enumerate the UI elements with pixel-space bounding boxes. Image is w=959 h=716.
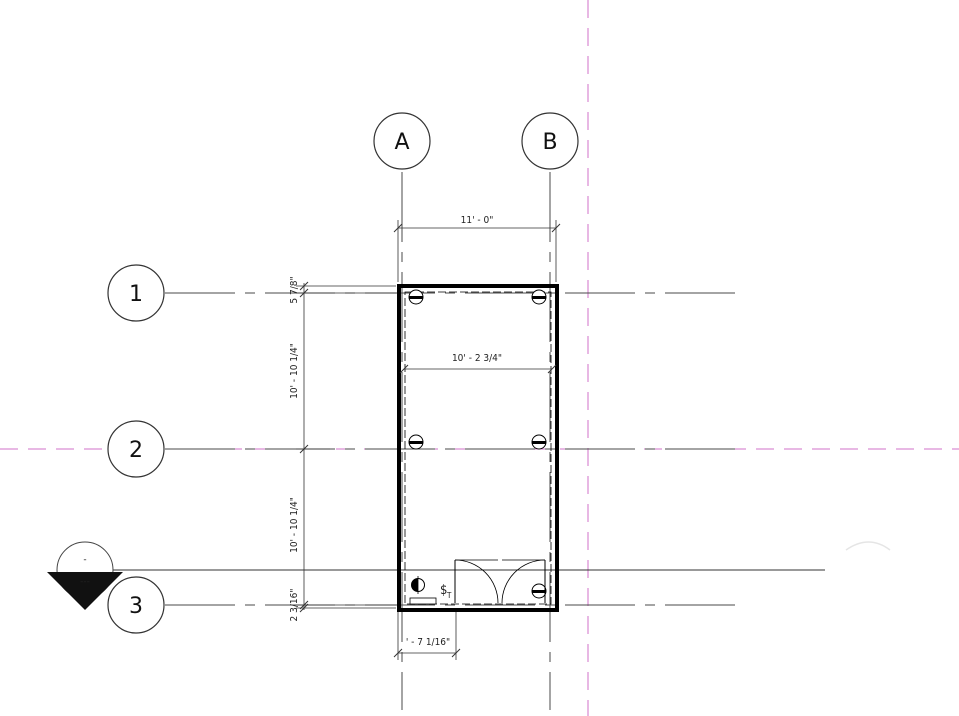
grid-bubble-2[interactable] [107, 420, 165, 478]
dimension-interior-width-text: 10' - 2 3/4" [452, 353, 502, 364]
dimension-top-offset-text: 5 7/8" [289, 276, 300, 303]
grid-line-a[interactable]: A [373, 112, 431, 710]
svg-text:$: $ [440, 583, 447, 598]
grid-line-b[interactable]: B [521, 112, 579, 710]
grid-label-2: 2 [129, 438, 143, 463]
dimension-bay-1-2-text: 10' - 10 1/4" [289, 343, 300, 399]
grid-label-3: 3 [129, 594, 143, 619]
grid-bubble-1[interactable] [107, 264, 165, 322]
grid-bubble-3[interactable] [107, 576, 165, 634]
grid-label-b: B [542, 130, 557, 155]
column-b3[interactable] [531, 583, 547, 599]
grid-line-1[interactable]: 1 [107, 264, 745, 322]
column-b1[interactable] [531, 289, 547, 305]
grid-bubble-b[interactable] [521, 112, 579, 170]
grid-bubble-a[interactable] [373, 112, 431, 170]
dimension-door-offset[interactable]: ' - 7 1/16" [393, 612, 461, 660]
elevation-marker-top-text: - [83, 555, 86, 565]
outlet-icon[interactable] [411, 576, 425, 594]
dimension-bottom-offset-text: 2 3/16" [289, 589, 300, 622]
elevation-marker[interactable]: - --- [47, 541, 123, 610]
switch-icon[interactable]: $ T [440, 583, 452, 600]
exterior-walls[interactable] [397, 284, 559, 612]
column-b2[interactable] [531, 434, 547, 450]
svg-text:T: T [446, 591, 452, 600]
dimension-door-offset-text: ' - 7 1/16" [406, 637, 450, 648]
grid-line-3[interactable]: 3 [107, 576, 745, 634]
grid-line-2[interactable]: 2 [107, 420, 745, 478]
dimension-overall-width-text: 11' - 0" [461, 215, 494, 226]
grid-label-a: A [394, 130, 409, 155]
column-a2[interactable] [408, 434, 424, 450]
double-door[interactable] [454, 559, 546, 604]
column-a1[interactable] [408, 289, 424, 305]
dimension-overall-width[interactable]: 11' - 0" [393, 215, 561, 282]
baseboard-heater[interactable] [409, 597, 437, 605]
elevation-marker-bottom-text: --- [80, 577, 90, 587]
grid-label-1: 1 [129, 282, 143, 307]
dimension-interior-width[interactable]: 10' - 2 3/4" [399, 353, 557, 374]
dimension-vertical-string[interactable] [296, 281, 396, 613]
faint-arc [845, 541, 891, 551]
dimension-bay-2-3-text: 10' - 10 1/4" [289, 497, 300, 553]
